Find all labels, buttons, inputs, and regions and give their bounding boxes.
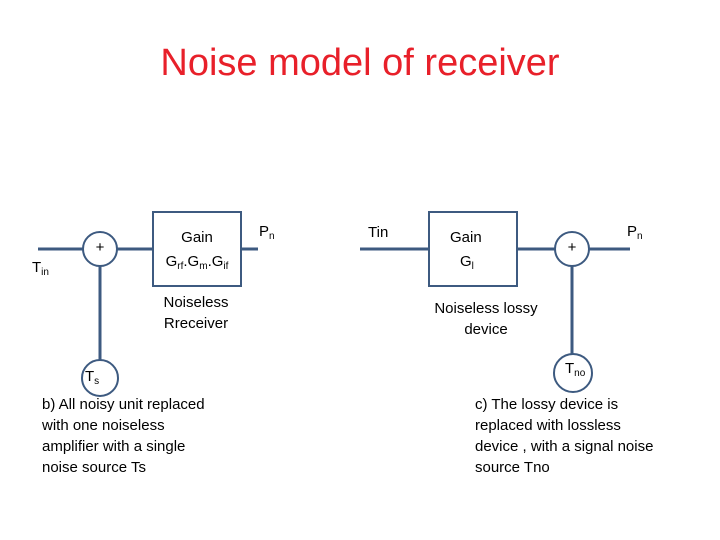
left-summing-junction: + [82,231,118,267]
right-output-label: Pn [627,223,643,242]
left-noise-label: Ts [85,368,100,387]
right-noise-source: Tno [553,353,593,393]
left-box-caption: Noiseless Rreceiver [163,294,229,332]
left-input-label: Tin [32,259,49,278]
right-gain-word: Gain [450,229,482,246]
right-input-label: Tin [368,224,389,241]
right-summing-junction: + [554,231,590,267]
right-box-caption: Noiseless lossy device [434,300,538,338]
left-gain-formula: Grf.Gm.Gif [165,253,229,272]
right-caption: c) The lossy device is replaced with los… [475,396,654,476]
left-gain-word: Gain [181,229,213,246]
page-title: Noise model of receiver [160,42,560,84]
right-gain-block: Gain Gl [428,211,518,287]
right-summer-sign: + [567,239,577,256]
left-summer-sign: + [95,239,105,256]
left-caption: b) All noisy unit replaced with one nois… [42,396,205,476]
left-gain-block: Gain Grf.Gm.Gif [152,211,242,287]
left-noise-source: Ts [81,359,119,397]
right-noise-label: Tno [565,360,586,379]
right-gain-value: Gl [460,253,474,272]
left-output-label: Pn [259,223,275,242]
